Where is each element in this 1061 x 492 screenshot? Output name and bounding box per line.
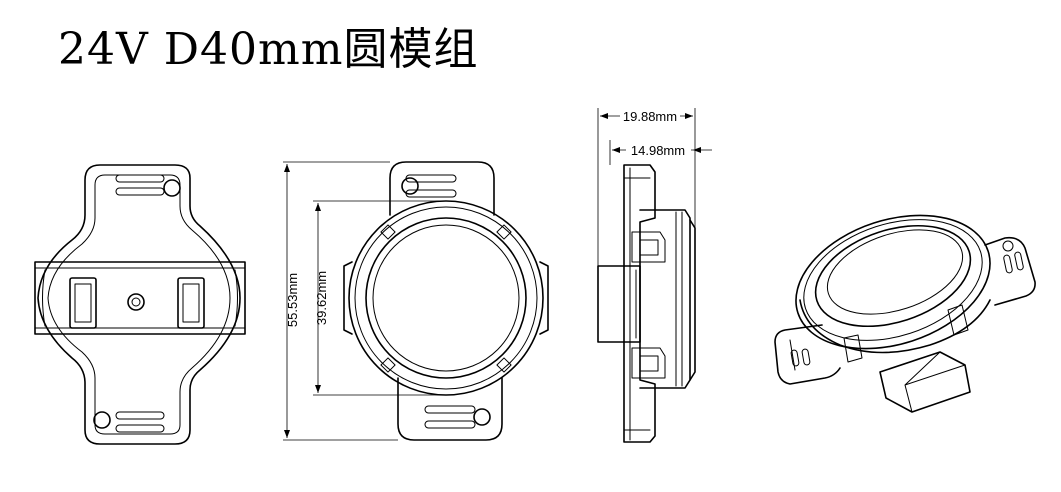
iso-body-ring [803, 219, 983, 341]
iso-lens [826, 229, 964, 315]
back-view-slot-left [69, 277, 97, 329]
dim-label-height: 55.53mm [285, 273, 300, 327]
iso-grip [801, 348, 811, 366]
back-view-slot-right [177, 277, 205, 329]
side-view-clip-inner [639, 239, 659, 256]
iso-ear-right [984, 236, 1036, 306]
front-view-clip [380, 224, 396, 240]
side-view-plate [623, 164, 656, 443]
iso-connector-edges [879, 351, 966, 413]
back-view-outline [37, 164, 241, 445]
front-view-mount-hole-top [401, 177, 419, 195]
back-view-grip [115, 174, 165, 183]
dim-arrow [284, 430, 290, 438]
dim-label-bg [626, 141, 691, 158]
front-view-lens-rim [365, 217, 527, 379]
back-view-slot-right-inner [182, 283, 200, 323]
front-view: 55.53mm 39.62mm [283, 161, 549, 441]
iso-connector [879, 351, 971, 413]
front-view-outer-ring [348, 200, 544, 396]
dim-arrow [315, 385, 321, 393]
dim-arrow [685, 113, 693, 119]
back-view-inner-contour [47, 174, 231, 435]
iso-body-side [799, 299, 991, 354]
dim-label-depth-total: 19.88mm [623, 109, 677, 124]
page-title: 24V D40mm圆模组 [58, 24, 479, 75]
back-view-center-hole [127, 293, 145, 311]
iso-grip [1014, 251, 1024, 271]
front-view-clip [496, 224, 512, 240]
front-view-mount-hole-bottom [473, 408, 491, 426]
back-view-side-tab [234, 269, 238, 327]
back-view-grip [115, 411, 165, 420]
back-view-grip [115, 424, 165, 433]
back-view-grip [115, 187, 165, 196]
side-view-clip [631, 231, 666, 263]
front-view-clip [496, 357, 512, 373]
dim-label-lens: 39.62mm [314, 271, 329, 325]
front-view-side-tab-left [343, 261, 353, 335]
dim-arrow [693, 147, 701, 153]
dim-arrow [315, 203, 321, 211]
iso-ear-left [774, 324, 841, 385]
iso-grip [1003, 254, 1013, 274]
iso-grip [790, 349, 800, 367]
back-view-side-tab [42, 269, 46, 327]
front-view-grip [424, 420, 476, 429]
front-view-ear-top [389, 161, 495, 216]
back-view [34, 164, 246, 445]
front-view-ring [354, 206, 538, 390]
front-view-clip [380, 357, 396, 373]
back-view-slot-left-inner [74, 283, 92, 323]
iso-clip [947, 304, 969, 336]
dim-arrow [612, 147, 620, 153]
side-view-clip-inner [639, 355, 659, 372]
side-view-clip [631, 347, 666, 379]
side-view: 19.88mm 14.98mm [597, 107, 712, 443]
front-view-grip [424, 405, 476, 414]
dim-label-depth-body: 14.98mm [631, 143, 685, 158]
front-view-ear-bottom [397, 377, 503, 441]
dim-arrow [600, 113, 608, 119]
dim-arrow [284, 164, 290, 172]
side-view-lens [689, 219, 696, 381]
dim-label-bg [620, 107, 680, 124]
iso-body-outer [795, 214, 991, 350]
iso-lens-rim [814, 224, 972, 328]
back-view-mount-hole-top [163, 179, 181, 197]
back-view-mount-hole-bottom [93, 411, 111, 429]
side-view-body [639, 209, 691, 389]
front-view-side-tab-right [539, 261, 549, 335]
iso-mount-hole [1002, 240, 1014, 252]
iso-clip [843, 334, 863, 363]
back-view-center-hole-inner [131, 297, 141, 307]
isometric-view [774, 214, 1036, 413]
side-view-connector [597, 265, 641, 343]
back-view-band [34, 261, 246, 335]
front-view-lens [372, 224, 520, 372]
